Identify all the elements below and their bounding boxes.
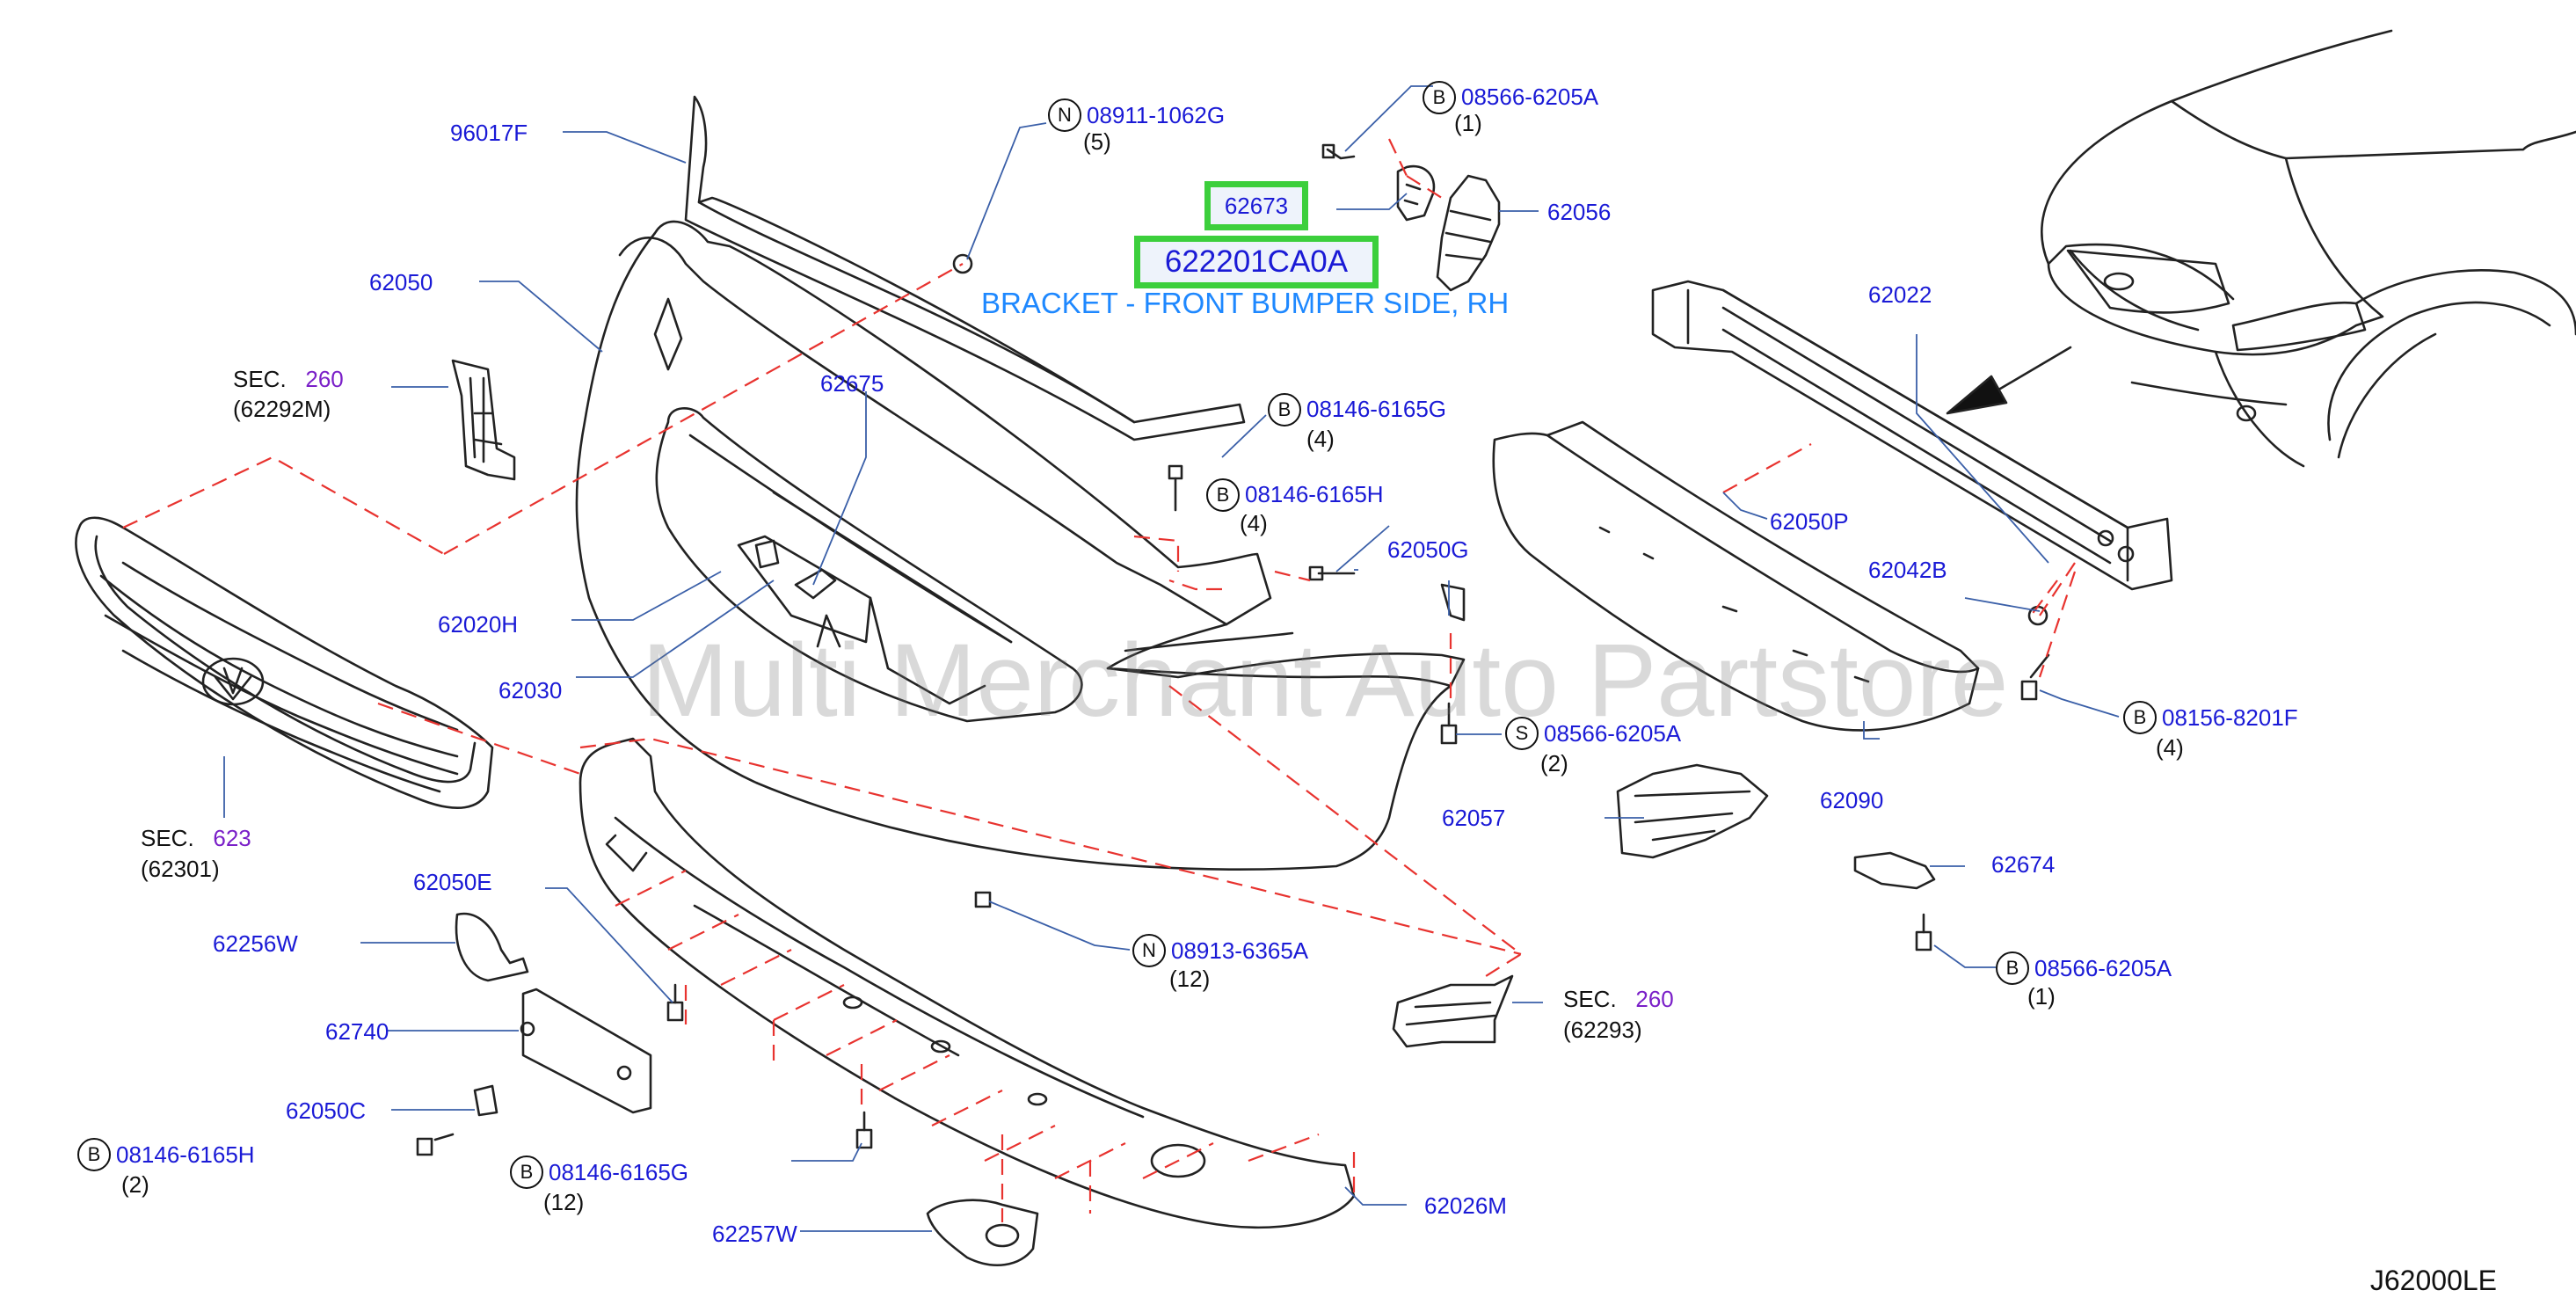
section-ref-s3[interactable]: SEC. 260 — [1563, 988, 1674, 1010]
fastener-badge-f1: N — [1048, 98, 1081, 132]
section-number: 623 — [213, 825, 251, 851]
highlight-description: BRACKET - FRONT BUMPER SIDE, RH — [981, 287, 1510, 319]
leader-lines — [223, 85, 2120, 1232]
part-62050c-shape — [473, 1084, 498, 1117]
part-62257w-shape — [926, 1199, 1039, 1267]
fastener-qty-f9: (2) — [121, 1171, 149, 1198]
part-label-62057[interactable]: 62057 — [1442, 805, 1506, 831]
fastener-label-f3[interactable]: 08146-6165G — [1306, 396, 1447, 422]
part-label-62022[interactable]: 62022 — [1868, 281, 1932, 308]
section-sub-s2: (62301) — [141, 856, 220, 882]
part-62022-shape — [1651, 280, 2173, 591]
part-label-62090[interactable]: 62090 — [1820, 787, 1884, 813]
fastener-label-f10[interactable]: 08146-6165G — [549, 1159, 689, 1185]
highlight-part-62673[interactable]: 62673 — [1204, 181, 1308, 230]
part-label-62030[interactable]: 62030 — [498, 677, 563, 704]
fastener-badge-f6: B — [2123, 701, 2157, 734]
fastener-label-f6[interactable]: 08156-8201F — [2162, 704, 2298, 731]
fastener-label-f5[interactable]: 08566-6205A — [1544, 720, 1682, 747]
bracket-62292m-shape — [451, 359, 516, 481]
part-62090-shape — [1492, 420, 1980, 732]
fastener-badge-f5: S — [1505, 717, 1539, 750]
fastener-label-f2[interactable]: 08566-6205A — [1461, 84, 1599, 110]
watermark: Multi Merchant Auto Partstore — [642, 623, 2009, 739]
part-label-62257w[interactable]: 62257W — [712, 1221, 797, 1247]
part-label-62675[interactable]: 62675 — [820, 370, 884, 397]
part-62673-shape — [1396, 164, 1436, 222]
fastener-badge-f8: B — [1996, 951, 2029, 985]
fastener-badge-f9: B — [77, 1138, 111, 1171]
direction-arrow — [1946, 346, 2072, 415]
fastener-badge-f4: B — [1206, 478, 1240, 512]
fastener-badge-f2: B — [1423, 81, 1456, 114]
fastener-qty-f7: (12) — [1169, 966, 1211, 992]
highlight-part-622201ca0a[interactable]: 622201CA0A — [1134, 236, 1379, 288]
fastener-qty-f10: (12) — [543, 1189, 585, 1215]
fastener-qty-f5: (2) — [1540, 750, 1568, 776]
vehicle-outline — [2041, 29, 2576, 468]
part-62256w-shape — [455, 912, 529, 982]
part-62674-shape — [1853, 851, 1936, 890]
fastener-shapes — [416, 143, 2050, 1156]
fastener-qty-f8: (1) — [2027, 983, 2056, 1010]
section-number: 260 — [1635, 986, 1674, 1012]
part-label-62050e[interactable]: 62050E — [413, 869, 492, 895]
part-62056-shape — [1436, 174, 1501, 292]
part-label-62740[interactable]: 62740 — [325, 1018, 389, 1045]
part-label-62674[interactable]: 62674 — [1991, 851, 2056, 878]
part-62030-shape — [737, 491, 1013, 705]
fastener-qty-f6: (4) — [2156, 734, 2184, 761]
part-62740-shape — [520, 988, 652, 1114]
part-label-62050g[interactable]: 62050G — [1387, 536, 1469, 563]
fastener-badge-f3: B — [1268, 393, 1301, 426]
part-label-96017f[interactable]: 96017F — [450, 120, 528, 146]
fastener-label-f8[interactable]: 08566-6205A — [2034, 955, 2172, 981]
fastener-qty-f3: (4) — [1306, 426, 1335, 452]
part-label-62056[interactable]: 62056 — [1547, 199, 1612, 225]
fastener-label-f4[interactable]: 08146-6165H — [1245, 481, 1384, 507]
part-62675-shape — [754, 539, 841, 648]
fastener-badge-f7: N — [1132, 934, 1166, 967]
part-62057-shape — [1616, 763, 1769, 859]
fastener-label-f9[interactable]: 08146-6165H — [116, 1141, 255, 1168]
part-label-62042b[interactable]: 62042B — [1868, 557, 1947, 583]
part-label-62050[interactable]: 62050 — [369, 269, 433, 295]
part-label-62256w[interactable]: 62256W — [213, 930, 298, 957]
grille-shape — [75, 516, 494, 810]
section-prefix: SEC. — [233, 366, 287, 392]
section-number: 260 — [305, 366, 344, 392]
part-62026m-shape — [579, 737, 1356, 1229]
bracket-62293-shape — [1392, 974, 1514, 1048]
section-prefix: SEC. — [1563, 986, 1617, 1012]
fastener-badge-f10: B — [510, 1156, 543, 1189]
fastener-qty-f2: (1) — [1454, 110, 1482, 136]
fastener-qty-f1: (5) — [1083, 128, 1111, 155]
section-ref-s1[interactable]: SEC. 260 — [233, 368, 344, 390]
fastener-label-f7[interactable]: 08913-6365A — [1171, 937, 1309, 964]
part-label-62026m[interactable]: 62026M — [1424, 1192, 1507, 1219]
part-label-62050p[interactable]: 62050P — [1770, 508, 1849, 535]
part-label-62020h[interactable]: 62020H — [438, 611, 519, 638]
part-label-62050c[interactable]: 62050C — [286, 1097, 367, 1124]
section-ref-s2[interactable]: SEC. 623 — [141, 827, 251, 849]
fastener-qty-f4: (4) — [1240, 510, 1268, 536]
section-sub-s1: (62292M) — [233, 396, 331, 422]
section-sub-s3: (62293) — [1563, 1017, 1642, 1043]
part-96017f-shape — [684, 95, 1246, 441]
section-prefix: SEC. — [141, 825, 194, 851]
fastener-label-f1[interactable]: 08911-1062G — [1087, 102, 1226, 128]
dashed-guides — [122, 138, 2077, 1222]
diagram-code: J62000LE — [2369, 1265, 2497, 1296]
